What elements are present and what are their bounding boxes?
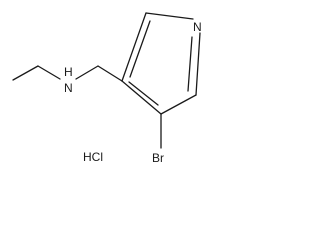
bond-ch2-nh (37, 65, 61, 80)
ring-bond-c2-n1 (145, 12, 194, 20)
bromine-label: Br (152, 151, 164, 165)
amine-nitrogen-label: N (64, 81, 73, 95)
bond-ch2-ring (97, 65, 123, 82)
ring-bond-n1-c6 (195, 32, 201, 96)
ring-bond-c5-c4-inner (128, 81, 159, 106)
ring-nitrogen-label: N (193, 20, 202, 34)
chemical-structure-drawing: H N N Br HCl (12, 12, 202, 165)
ring-bond-c5-c4 (121, 80, 162, 115)
ring-bond-n1-c6-inner (187, 36, 193, 92)
ring-bond-c6-c5 (160, 94, 197, 115)
bond-methyl-ch2 (12, 65, 39, 81)
amine-hydrogen-label: H (64, 65, 73, 79)
ring-bond-c2-c3-inner (129, 20, 151, 78)
bond-nh-ch2 (75, 65, 99, 80)
ring-bond-c3-c2 (121, 12, 147, 82)
hydrochloride-label: HCl (83, 150, 103, 164)
